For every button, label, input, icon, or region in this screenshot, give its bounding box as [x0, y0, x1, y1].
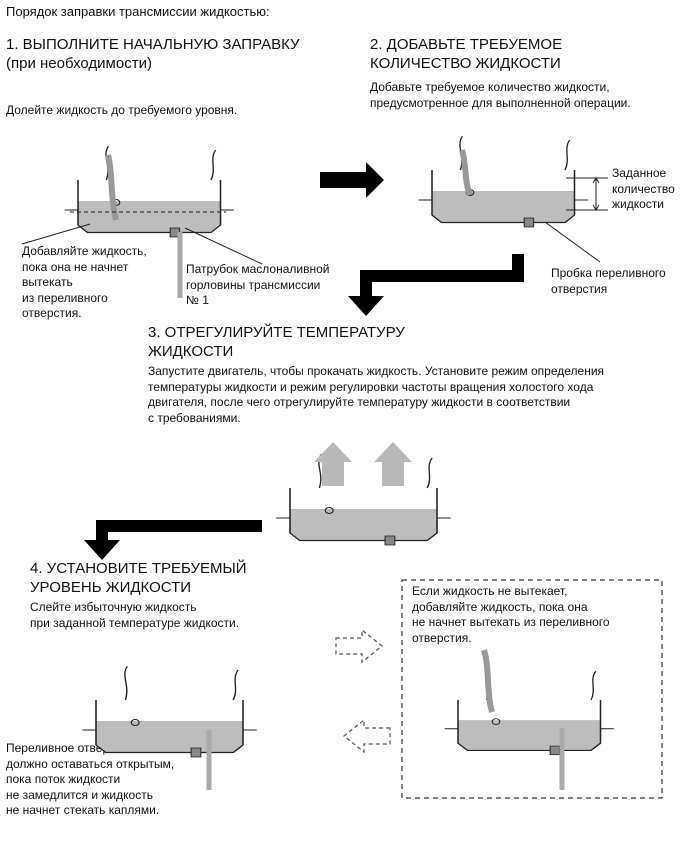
- step3-description: Запустите двигатель, чтобы прокачать жид…: [148, 364, 605, 425]
- flow-arrow-right-icon: [320, 162, 384, 198]
- flow-arrow-down-icon: [348, 254, 524, 316]
- dashed-arrow-left-icon: [343, 718, 391, 754]
- add-fluid-pan: [417, 135, 608, 263]
- filler-pipe-label: Патрубок маслоналивной горловины трансми…: [186, 262, 330, 308]
- no-outflow-note: Если жидкость не вытекает, добавляйте жи…: [412, 584, 610, 645]
- step1-description: Долейте жидкость до требуемого уровня.: [6, 103, 238, 117]
- step4-heading: 4. УСТАНОВИТЕ ТРЕБУЕМЫЙ УРОВЕНЬ ЖИДКОСТИ: [30, 560, 247, 596]
- flow-arrow-down-icon: [84, 508, 262, 560]
- temperature-pan: [275, 453, 452, 546]
- heat-up-arrow-icon: [314, 442, 412, 486]
- step1-add-note: Добавляйте жидкость, пока она не начнет …: [22, 244, 147, 321]
- overflow-plug-label: Пробка переливного отверстия: [551, 266, 666, 296]
- alternate-procedure-box: [401, 579, 663, 799]
- step1-heading: 1. ВЫПОЛНИТЕ НАЧАЛЬНУЮ ЗАПРАВКУ (при нео…: [6, 36, 300, 72]
- refill-pan: [443, 649, 615, 790]
- page-title: Порядок заправки трансмиссии жидкостью:: [6, 4, 270, 19]
- step2-heading: 2. ДОБАВЬТЕ ТРЕБУЕМОЕ КОЛИЧЕСТВО ЖИДКОСТ…: [370, 36, 563, 72]
- step2-description: Добавьте требуемое количество жидкости, …: [370, 80, 631, 110]
- specified-amount-label: Заданное количество жидкости: [612, 166, 675, 212]
- initial-fill-pan: [21, 145, 263, 298]
- step3-heading: 3. ОТРЕГУЛИРУЙТЕ ТЕМПЕРАТУРУ ЖИДКОСТИ: [148, 324, 405, 360]
- set-level-pan: [81, 665, 258, 790]
- dashed-arrow-right-icon: [335, 628, 383, 664]
- step4-description: Слейте избыточную жидкость при заданной …: [30, 600, 240, 630]
